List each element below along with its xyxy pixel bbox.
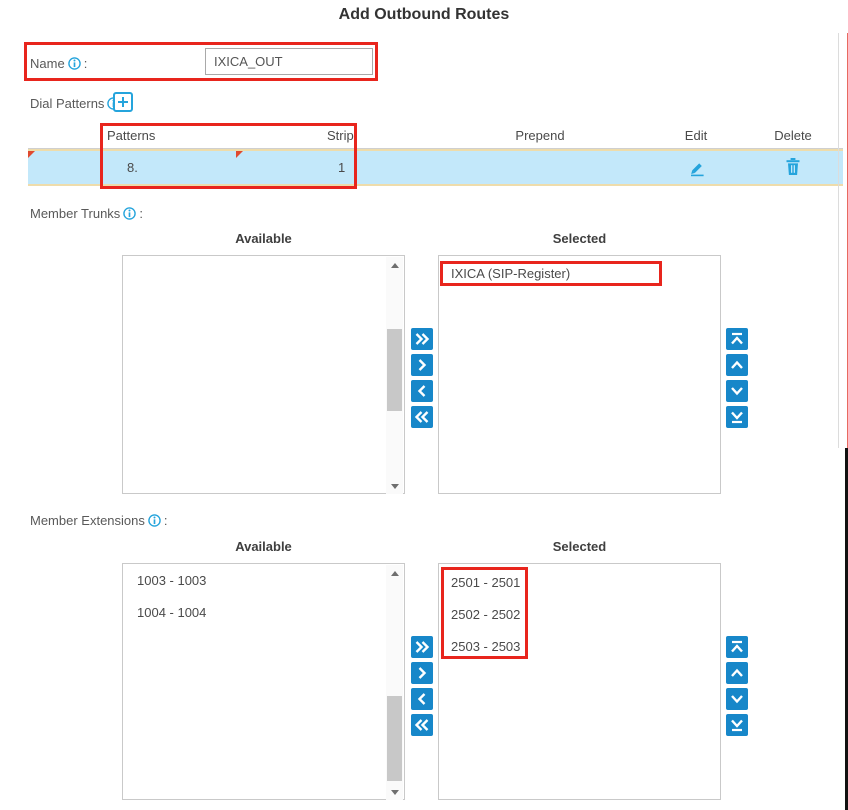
member-trunks-label: Member Trunks : [30, 205, 143, 221]
trunks-available-header: Available [235, 231, 292, 246]
chevron-down-icon [731, 695, 743, 704]
chevron-left-icon [417, 693, 426, 705]
scroll-down-icon [390, 483, 399, 489]
trunks-move-up-button[interactable] [726, 354, 748, 376]
col-strip: Strip [327, 128, 354, 143]
extensions-move-all-right-button[interactable] [411, 636, 433, 658]
trunks-move-top-button[interactable] [726, 328, 748, 350]
extensions-available-scrollbar[interactable] [386, 565, 403, 800]
scrollbar-thumb[interactable] [387, 696, 402, 781]
member-trunks-label-text: Member Trunks [30, 205, 121, 221]
chevron-up-to-bar-icon [731, 640, 743, 653]
chevron-down-to-bar-icon [731, 719, 743, 732]
strip-cell: 1 [338, 160, 346, 175]
double-chevron-right-icon [415, 641, 430, 653]
scroll-up-button[interactable] [386, 257, 403, 273]
prepend-cell [490, 151, 590, 184]
dial-patterns-label-text: Dial Patterns [30, 95, 105, 111]
extension-list-item[interactable]: 2501 - 2501 [451, 575, 521, 590]
extension-list-item[interactable]: 1003 - 1003 [137, 573, 207, 588]
add-dial-pattern-button[interactable] [113, 92, 133, 112]
trunks-move-right-button[interactable] [411, 354, 433, 376]
name-label: Name : [30, 55, 87, 71]
trunks-move-bottom-button[interactable] [726, 406, 748, 428]
trunks-selected-listbox[interactable]: IXICA (SIP-Register) [438, 255, 721, 494]
extensions-selected-header: Selected [552, 539, 607, 554]
chevron-up-to-bar-icon [731, 332, 743, 345]
delete-row-button[interactable] [783, 157, 803, 177]
name-input[interactable] [205, 48, 373, 75]
pattern-table-row[interactable]: 8. 1 [28, 149, 843, 186]
double-chevron-right-icon [415, 333, 430, 345]
trunk-list-item[interactable]: IXICA (SIP-Register) [451, 266, 571, 281]
chevron-right-icon [418, 667, 427, 679]
name-label-colon: : [83, 55, 88, 71]
trunks-available-listbox[interactable] [122, 255, 405, 494]
trunks-move-left-button[interactable] [411, 380, 433, 402]
extensions-move-top-button[interactable] [726, 636, 748, 658]
content-edge-line [838, 33, 839, 448]
info-icon[interactable] [148, 513, 161, 527]
extension-list-item[interactable]: 2503 - 2503 [451, 639, 521, 654]
member-trunks-label-colon: : [139, 205, 143, 221]
double-chevron-left-icon [414, 719, 429, 731]
scroll-up-icon [390, 570, 399, 576]
name-label-text: Name [30, 55, 65, 71]
plus-icon [118, 97, 128, 107]
col-prepend: Prepend [515, 128, 565, 143]
scroll-down-button[interactable] [386, 478, 403, 494]
extensions-selected-listbox[interactable]: 2501 - 2501 2502 - 2502 2503 - 2503 [438, 563, 721, 800]
info-icon[interactable] [123, 206, 137, 220]
edit-row-button[interactable] [687, 158, 707, 178]
trash-icon [786, 158, 800, 175]
member-extensions-label-colon: : [163, 512, 168, 528]
trunks-available-scrollbar[interactable] [386, 257, 403, 494]
member-extensions-label-text: Member Extensions [30, 512, 145, 528]
scroll-down-icon [390, 789, 399, 795]
pencil-icon [690, 162, 704, 176]
extensions-move-all-left-button[interactable] [411, 714, 433, 736]
chevron-up-icon [731, 360, 743, 369]
extensions-move-bottom-button[interactable] [726, 714, 748, 736]
col-patterns: Patterns [107, 128, 156, 143]
extensions-available-header: Available [235, 539, 292, 554]
chevron-down-to-bar-icon [731, 411, 743, 424]
trunks-selected-header: Selected [552, 231, 607, 246]
page-title: Add Outbound Routes [338, 6, 510, 23]
scroll-up-icon [390, 262, 399, 268]
extensions-available-listbox[interactable]: 1003 - 1003 1004 - 1004 [122, 563, 405, 800]
member-extensions-label: Member Extensions : [30, 512, 168, 528]
col-delete: Delete [774, 128, 812, 143]
chevron-right-icon [418, 359, 427, 371]
double-chevron-left-icon [414, 411, 429, 423]
scrollbar-thumb[interactable] [387, 329, 402, 411]
window-edge-line [845, 448, 848, 810]
extensions-move-down-button[interactable] [726, 688, 748, 710]
scroll-down-button[interactable] [386, 784, 403, 800]
trunks-move-down-button[interactable] [726, 380, 748, 402]
edited-cell-marker [236, 151, 243, 158]
extension-list-item[interactable]: 2502 - 2502 [451, 607, 521, 622]
pattern-cell: 8. [127, 160, 138, 175]
trunks-move-all-left-button[interactable] [411, 406, 433, 428]
col-edit: Edit [684, 128, 708, 143]
extensions-move-up-button[interactable] [726, 662, 748, 684]
info-icon[interactable] [67, 56, 81, 70]
chevron-down-icon [731, 387, 743, 396]
extensions-move-left-button[interactable] [411, 688, 433, 710]
chevron-left-icon [417, 385, 426, 397]
extensions-move-right-button[interactable] [411, 662, 433, 684]
chevron-up-icon [731, 668, 743, 677]
patterns-table-header: Patterns Strip Prepend Edit Delete [28, 124, 843, 149]
trunks-move-all-right-button[interactable] [411, 328, 433, 350]
edited-cell-marker [28, 151, 35, 158]
scroll-up-button[interactable] [386, 565, 403, 581]
extension-list-item[interactable]: 1004 - 1004 [137, 605, 207, 620]
